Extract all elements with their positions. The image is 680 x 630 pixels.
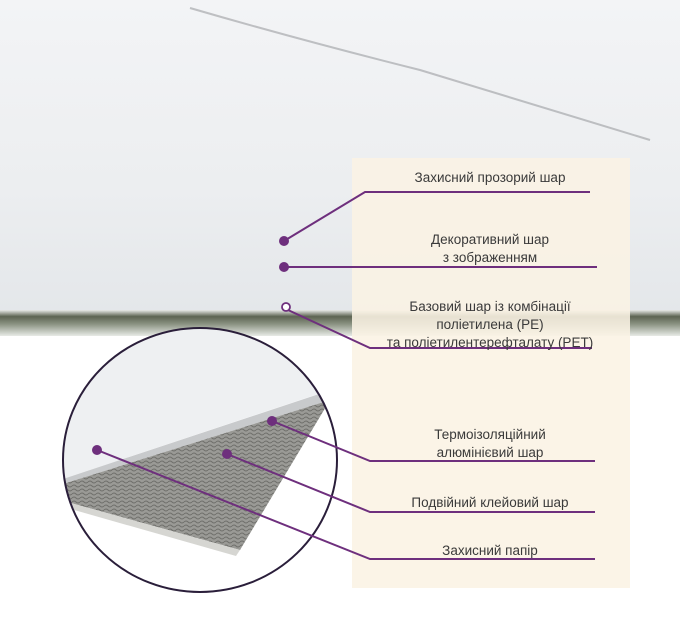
label-line: Термоізоляційний (434, 427, 546, 442)
marble-vein (189, 7, 651, 141)
label-line: Базовий шар із комбінації (409, 299, 571, 314)
label-line: алюмінієвий шар (436, 445, 544, 460)
label-text: Захисний прозорий шар (414, 170, 566, 185)
label-aluminium-layer: Термоізоляційний алюмінієвий шар (365, 426, 615, 462)
leader-line-1 (283, 191, 590, 242)
label-line: з зображенням (442, 250, 538, 265)
marker-dot-4 (267, 416, 277, 426)
leader-line-3 (287, 309, 592, 349)
leader-line-5 (226, 453, 595, 513)
label-line: Декоративний шар (431, 232, 549, 247)
marker-dot-1 (279, 236, 289, 246)
label-protective-paper: Захисний папір (365, 542, 615, 560)
marker-ring-3 (281, 302, 291, 312)
label-base-layer: Базовий шар із комбінації поліетилена (P… (365, 298, 615, 352)
top-layer (63, 328, 337, 480)
marker-dot-6 (92, 445, 102, 455)
label-panel (352, 158, 630, 588)
magnified-section (63, 328, 337, 592)
leader-line-6 (96, 449, 595, 560)
magnifier-circle (62, 327, 338, 593)
leader-line-4 (271, 420, 595, 462)
aluminium-layer (63, 400, 330, 550)
label-line: та поліетилентерефталату (PET) (386, 335, 594, 350)
marker-dot-2 (279, 262, 289, 272)
label-text: Захисний папір (442, 543, 538, 558)
label-decorative-layer: Декоративний шар з зображенням (365, 231, 615, 267)
label-adhesive-layer: Подвійний клейовий шар (365, 494, 615, 512)
marker-dot-5 (222, 449, 232, 459)
label-protective-clear-layer: Захисний прозорий шар (365, 169, 615, 187)
label-line: поліетилена (PE) (436, 317, 544, 332)
label-text: Подвійний клейовий шар (411, 495, 569, 510)
